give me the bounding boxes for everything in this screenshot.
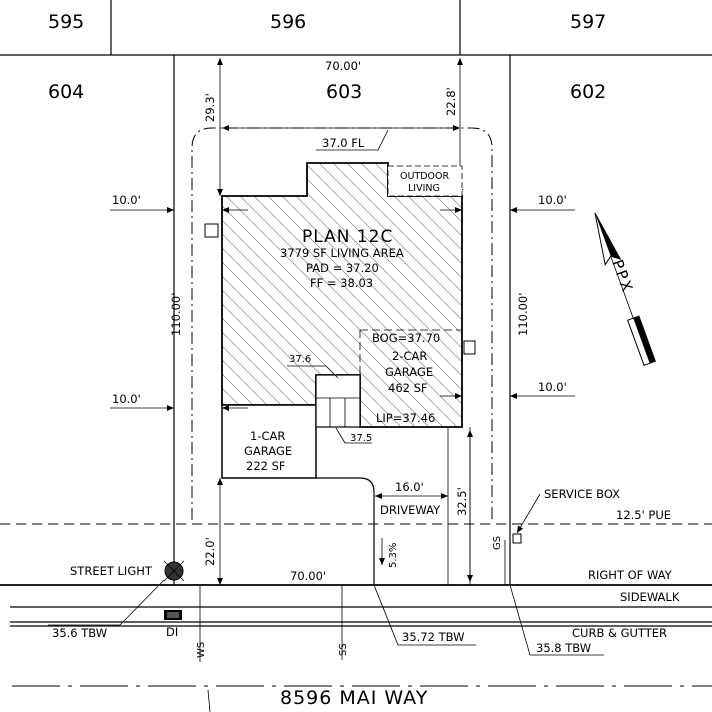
garage2-label-2: GARAGE xyxy=(385,365,433,379)
living-area-label: 3779 SF LIVING AREA xyxy=(280,246,404,260)
slope-label: 5.3% xyxy=(388,543,399,568)
bog-elevation: BOG=37.70 xyxy=(372,331,440,345)
utility-box-right xyxy=(463,340,476,355)
driveway-width-dim: 16.0' xyxy=(395,480,424,494)
lot-597-label: 597 xyxy=(570,11,606,33)
entry-steps xyxy=(315,374,361,428)
setback-right-lower: 10.0' xyxy=(538,380,567,394)
street-light-label: STREET LIGHT xyxy=(70,564,153,578)
spot-elev-37-6: 37.6 xyxy=(289,354,311,365)
garage1-label-1: 1-CAR xyxy=(250,429,285,443)
di-label: DI xyxy=(166,625,178,639)
setback-29-dim: 29.3' xyxy=(203,93,217,122)
outdoor-living-label-2: LIVING xyxy=(408,183,440,194)
gs-label: GS xyxy=(492,536,503,550)
lot-depth-left: 110.00' xyxy=(169,293,183,336)
driveway-label: DRIVEWAY xyxy=(380,503,441,517)
tbw-center: 35.72 TBW xyxy=(402,630,464,644)
lot-595-label: 595 xyxy=(48,11,84,33)
plan-title: PLAN 12C xyxy=(302,227,393,247)
driveway-depth-dim: 32.5' xyxy=(455,487,469,516)
setback-right-upper: 10.0' xyxy=(538,193,567,207)
ws-label: WS xyxy=(196,642,207,658)
garage2-label-1: 2-CAR xyxy=(392,349,427,363)
north-arrow-icon xyxy=(594,212,656,366)
tbw-right: 35.8 TBW xyxy=(536,641,591,655)
garage1-label-3: 222 SF xyxy=(246,459,286,473)
service-box-symbol xyxy=(512,533,522,544)
service-box-label: SERVICE BOX xyxy=(544,487,620,501)
right-of-way-label: RIGHT OF WAY xyxy=(588,568,673,582)
garage2-label-3: 462 SF xyxy=(388,381,428,395)
north-arrow-text: PPX xyxy=(608,257,637,295)
ff-elevation: FF = 38.03 xyxy=(310,276,373,290)
pue-label: 12.5' PUE xyxy=(616,508,671,522)
house-footprint xyxy=(204,162,476,479)
utility-box-left xyxy=(204,223,219,238)
setback-left-lower: 10.0' xyxy=(112,392,141,406)
lot-603-label: 603 xyxy=(326,81,362,103)
lot-depth-right: 110.00' xyxy=(516,293,530,336)
sidewalk-label: SIDEWALK xyxy=(620,590,680,604)
fl-width-dim: 37.0 FL xyxy=(322,136,365,150)
spot-elev-37-5: 37.5 xyxy=(350,433,372,444)
pad-elevation: PAD = 37.20 xyxy=(306,261,379,275)
ss-label: SS xyxy=(338,643,349,656)
setback-22-8-dim: 22.8' xyxy=(444,87,458,116)
curb-gutter-label: CURB & GUTTER xyxy=(572,626,667,640)
garage1-label-2: GARAGE xyxy=(244,444,292,458)
row-width-dim: 70.00' xyxy=(290,569,326,583)
lip-elevation: LIP=37.46 xyxy=(376,411,435,425)
front-setback-dim: 22.0' xyxy=(203,537,217,566)
lot-602-label: 602 xyxy=(570,81,606,103)
lot-596-label: 596 xyxy=(270,11,306,33)
one-car-garage xyxy=(221,404,317,479)
outdoor-living-label-1: OUTDOOR xyxy=(400,171,450,182)
street-name: 8596 MAI WAY xyxy=(280,687,428,709)
outdoor-living-area xyxy=(387,165,463,197)
driveway-outline xyxy=(316,477,375,585)
lot-604-label: 604 xyxy=(48,81,84,103)
setback-left-upper: 10.0' xyxy=(112,193,141,207)
tbw-left: 35.6 TBW xyxy=(52,626,107,640)
lot-width-top-dim: 70.00' xyxy=(325,59,361,73)
lot-lines xyxy=(0,0,712,585)
